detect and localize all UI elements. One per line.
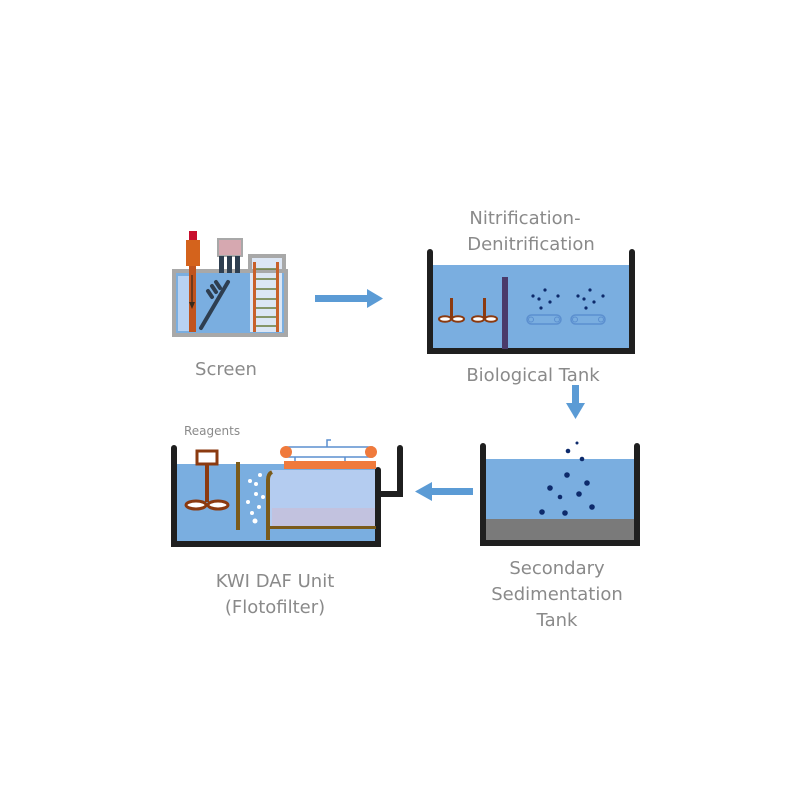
flow-direction-arrowhead: [189, 302, 195, 309]
secondary-sedimentation-tank: Secondary Sedimentation Tank: [480, 441, 640, 631]
daf-tank-wall: [171, 445, 403, 547]
biological-top-label-line2: Denitrification: [467, 234, 595, 255]
sludge-scraper: [280, 439, 377, 469]
mixer-1: [438, 298, 465, 323]
biological-top-label-line1: Nitrification-: [469, 208, 580, 229]
actuator-cap: [189, 231, 197, 241]
screen-label: Screen: [195, 359, 257, 380]
motor-leg-3: [235, 256, 240, 273]
reagent-mixer: [184, 449, 230, 511]
flotation-weir: [266, 470, 274, 540]
secondary-water: [485, 459, 635, 520]
motor-leg-1: [219, 256, 224, 273]
screen-unit: Screen: [172, 231, 288, 380]
settling-particles: [539, 441, 595, 516]
secondary-label-line3: Tank: [536, 610, 578, 631]
daf-unit: Reagents: [171, 424, 403, 618]
actuator-body: [186, 240, 200, 266]
biological-tank-wall: [427, 249, 635, 354]
settled-sludge: [485, 519, 635, 540]
float-sludge-layer: [272, 508, 376, 526]
bar-screen-rake: [199, 280, 230, 330]
biological-label: Biological Tank: [466, 365, 600, 386]
aerator-2: [570, 288, 606, 325]
daf-label-line2: (Flotofilter): [225, 597, 325, 618]
secondary-tank-wall: [480, 443, 640, 546]
mixer-2: [471, 298, 498, 323]
daf-label-line1: KWI DAF Unit: [216, 571, 335, 592]
anoxic-aerobic-divider: [502, 277, 508, 349]
mixing-baffle: [236, 462, 240, 530]
motor-leg-2: [227, 256, 232, 273]
screen-inlet-channel: [178, 276, 190, 331]
ladder: [253, 262, 279, 332]
flow-arrow-left: [415, 482, 473, 501]
screen-ladder-housing: [248, 254, 286, 272]
secondary-label-line1: Secondary: [509, 558, 605, 579]
motor-box: [217, 238, 243, 257]
flow-arrow-right: [315, 289, 383, 308]
biological-tank: Nitrification- Denitrification: [427, 208, 635, 386]
biological-water: [432, 265, 630, 348]
aerator-1: [526, 288, 562, 325]
reagents-label: Reagents: [184, 424, 240, 438]
filter-bottom: [268, 526, 376, 529]
flow-arrow-down: [566, 385, 585, 419]
secondary-label-line2: Sedimentation: [491, 584, 623, 605]
air-bubbles: [246, 473, 265, 524]
